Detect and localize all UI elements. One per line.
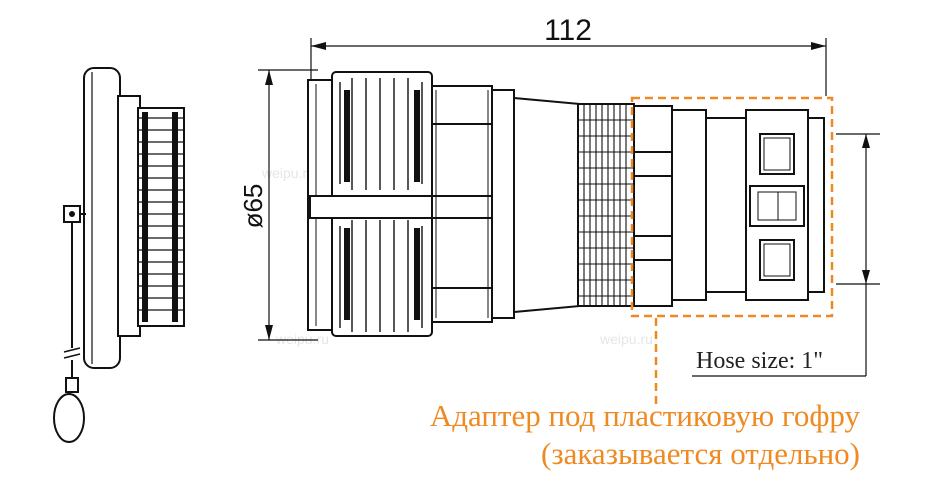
- hose-size-label: Hose size: 1": [696, 348, 823, 374]
- watermark: weipu.ru: [261, 165, 315, 181]
- knurl-pattern: [578, 104, 634, 306]
- watermark: weipu.ru: [599, 331, 653, 347]
- adapter-note-line1: Адаптер под пластиковую гофру: [429, 398, 860, 433]
- length-dimension: [310, 38, 827, 96]
- connector-body: [307, 71, 635, 337]
- hose-dimension: [692, 133, 880, 377]
- adapter-note-line2: (заказывается отдельно): [541, 436, 860, 471]
- diameter-dimension: [258, 69, 318, 341]
- watermark: weipu.ru: [275, 331, 329, 347]
- hose-adapter: [633, 105, 825, 307]
- diameter-dimension-value: ø65: [238, 184, 268, 229]
- side-view: [53, 67, 185, 443]
- length-dimension-value: 112: [544, 14, 592, 47]
